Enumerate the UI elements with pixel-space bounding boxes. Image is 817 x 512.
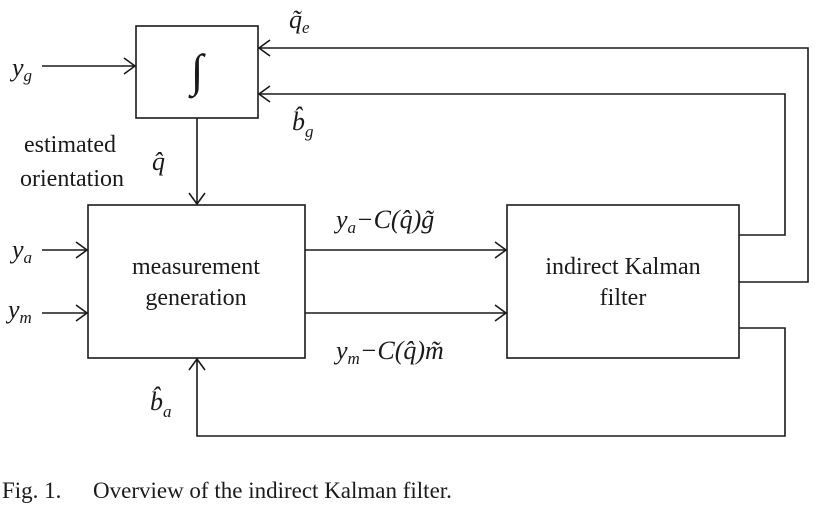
yg-label: yg	[9, 53, 32, 85]
ba-label: b̂a	[150, 387, 172, 421]
qe-arrowhead	[257, 39, 271, 57]
mag-arrowhead	[494, 304, 508, 322]
integrator-block	[135, 25, 259, 119]
ba-feedback-line	[196, 327, 786, 437]
figure-number: Fig. 1.	[2, 478, 61, 503]
ym-arrowhead	[75, 304, 89, 322]
integral-symbol: ∫	[188, 45, 206, 99]
kalman-label-line1: indirect Kalman	[545, 254, 700, 280]
ya-label: ya	[9, 235, 32, 267]
yg-arrowhead	[123, 57, 137, 75]
orientation-label: orientation	[20, 166, 124, 192]
qe-feedback-line	[260, 47, 809, 283]
measurement-label-line2: generation	[145, 285, 246, 311]
kalman-label-line2: filter	[600, 285, 647, 311]
ya-arrowhead	[75, 241, 89, 259]
mag-signal-label: ym−C(q̂)m̃	[333, 336, 444, 368]
ba-arrowhead	[188, 357, 206, 371]
bg-feedback-line	[260, 93, 786, 236]
accel-arrowhead	[494, 241, 508, 259]
bg-label: b̂g	[292, 107, 314, 141]
q-hat-symbol: q̂	[152, 147, 165, 176]
accel-signal-label: ya−C(q̂)g̃	[333, 205, 435, 237]
q-hat-arrowhead	[188, 192, 206, 206]
qe-label: q̃e	[289, 5, 310, 37]
measurement-label-line1: measurement	[132, 254, 260, 280]
estimated-label: estimated	[24, 132, 116, 158]
bg-arrowhead	[257, 85, 271, 103]
kalman-filter-block	[506, 204, 740, 359]
figure-caption: Overview of the indirect Kalman filter.	[93, 478, 452, 503]
measurement-generation-block	[87, 204, 306, 359]
ym-label: ym	[5, 295, 32, 327]
